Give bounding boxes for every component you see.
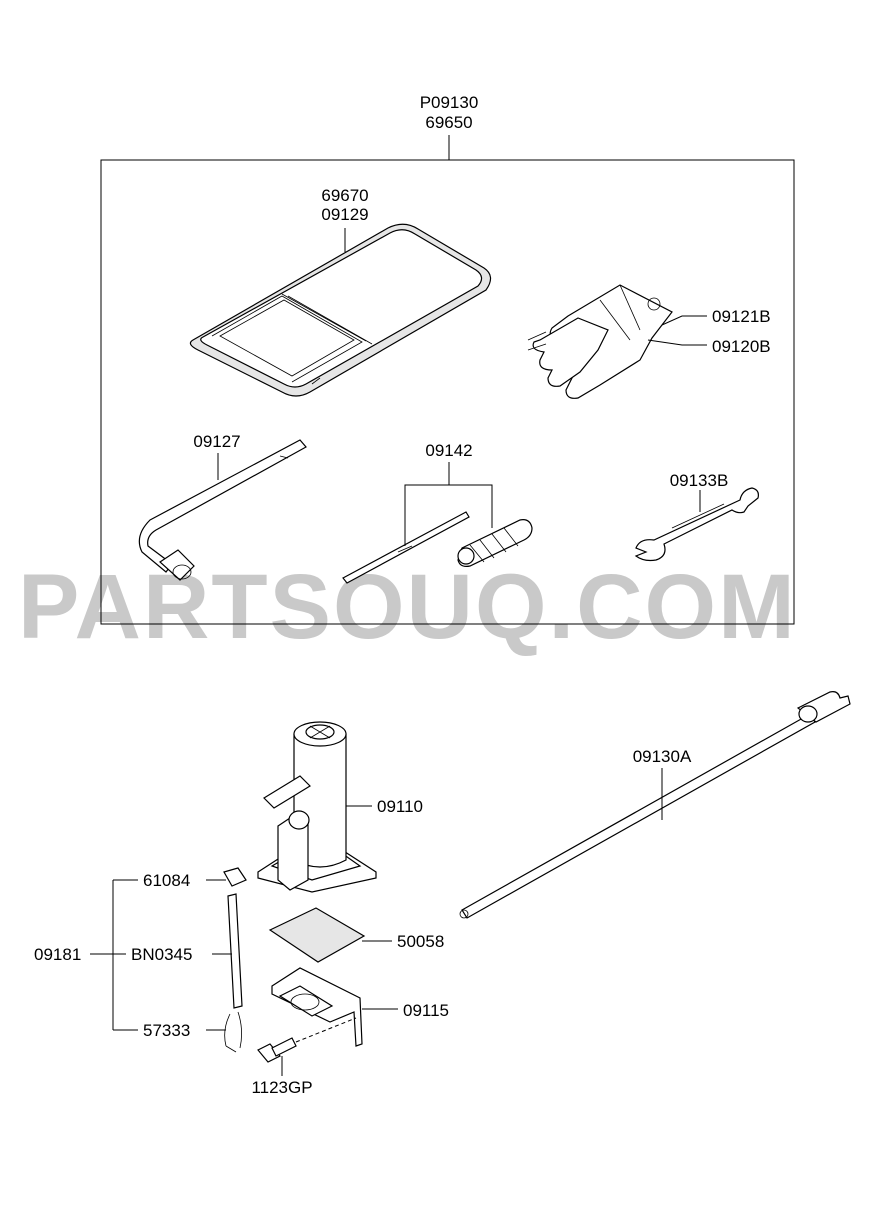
label-bracket: 09115 [403,1001,449,1020]
label-group: 09181 [34,945,81,964]
work-gloves [527,284,673,399]
tool-bag [189,223,492,397]
glove-leader-1 [661,315,707,326]
screwdriver [342,511,533,584]
label-bag-1: 69670 [321,186,368,205]
bolt [257,1017,357,1063]
label-glove-2: 09120B [712,337,771,356]
watermark: PARTSOUQ.COM [18,556,797,658]
tool-kit-box [100,159,795,625]
label-jack-handle: 09130A [633,747,692,766]
label-bag-2: 09129 [321,205,368,224]
lug-wrench [138,439,307,581]
label-kit-1: P09130 [420,93,479,112]
label-lug-wrench: 09127 [193,432,240,451]
glove-leader-2 [647,339,707,346]
label-glove-1: 09121B [712,307,771,326]
bottle-jack [257,721,377,893]
spanner [634,487,759,562]
label-spanner: 09133B [670,471,729,490]
label-jack: 09110 [377,797,423,816]
label-strap: BN0345 [131,945,192,964]
label-kit-2: 69650 [425,113,472,132]
label-clip-top: 61084 [143,871,190,890]
label-clip-bottom: 57333 [143,1021,190,1040]
strap-assembly [223,867,247,1053]
label-sheet: 50058 [397,932,444,951]
jack-sheet [268,907,366,963]
screwdriver-bracket [404,484,493,546]
jack-handle [459,691,851,919]
label-screwdriver: 09142 [425,441,472,460]
jack-bracket [271,967,363,1047]
label-bolt: 1123GP [251,1078,312,1097]
